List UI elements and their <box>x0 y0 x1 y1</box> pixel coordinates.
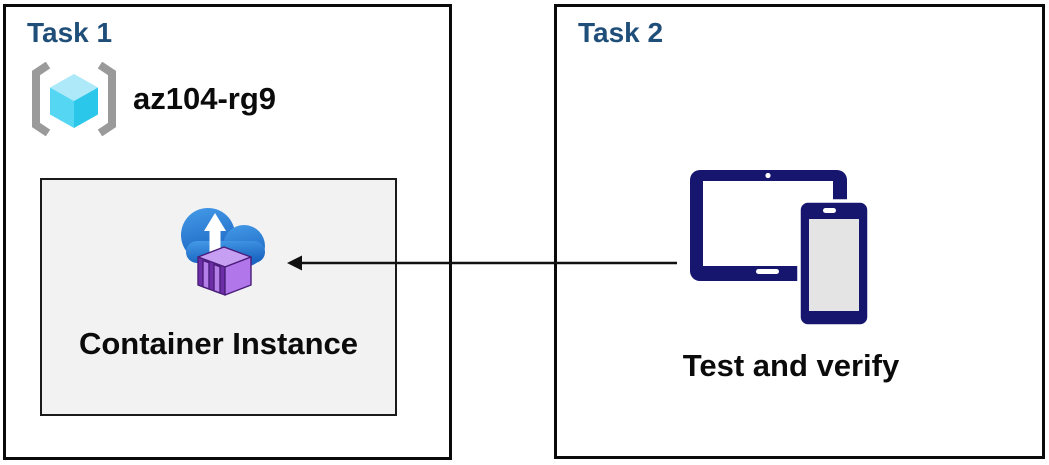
phone-screen <box>809 219 859 311</box>
container-box-shape <box>197 246 252 296</box>
task1-title: Task 1 <box>27 17 113 48</box>
tablet-camera-dot <box>765 172 771 179</box>
task2-box: Task 2 Test and verify <box>554 4 1045 459</box>
resource-group-icon <box>32 62 116 136</box>
phone-shape <box>797 199 868 328</box>
upload-arrow <box>204 213 226 259</box>
right-bracket <box>97 62 116 136</box>
tablet-phone-icon <box>690 170 868 328</box>
resource-group-name: az104-rg9 <box>133 81 277 116</box>
task1-box: Task 1 az104-rg9 <box>3 4 452 460</box>
container-instance-icon <box>181 208 265 296</box>
cube-shape <box>50 74 98 128</box>
phone-speaker <box>823 208 836 213</box>
resource-group-row: az104-rg9 <box>31 62 276 136</box>
left-bracket <box>32 62 51 136</box>
task2-title: Task 2 <box>578 17 664 48</box>
container-instance-card: Container Instance <box>40 178 397 416</box>
container-instance-label: Container Instance <box>78 326 359 361</box>
test-verify-label: Test and verify <box>682 348 900 383</box>
tablet-home-button <box>756 269 779 274</box>
